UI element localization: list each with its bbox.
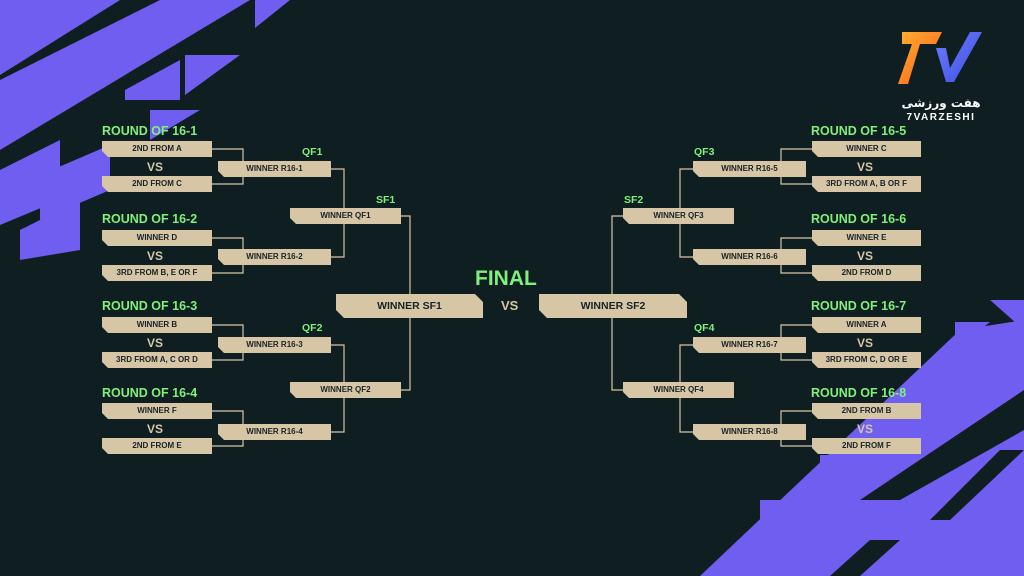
logo-text-english: 7VARZESHI <box>906 112 976 123</box>
sf2-slot-a: WINNER QF3 <box>623 208 734 224</box>
r16-6-title: ROUND OF 16-6 <box>811 212 907 226</box>
r16-7-team2: 3RD FROM C, D OR E <box>812 352 921 368</box>
qf2-slot-a: WINNER R16-3 <box>218 337 331 353</box>
r16-2-vs: VS <box>147 249 164 263</box>
r16-2-team2: 3RD FROM B, E OR F <box>102 265 212 281</box>
r16-3-team1: WINNER B <box>102 317 212 333</box>
r16-5-title: ROUND OF 16-5 <box>811 124 907 138</box>
r16-4-team2: 2ND FROM E <box>102 438 212 454</box>
finalist-left: WINNER SF1 <box>336 294 483 318</box>
brand-logo: هفت ورزشی 7VARZESHI <box>896 24 986 128</box>
qf3-slot-a: WINNER R16-5 <box>693 161 806 177</box>
r16-6-team1: WINNER E <box>812 230 921 246</box>
qf2-slot-b: WINNER R16-4 <box>218 424 331 440</box>
sf1-slot-a: WINNER QF1 <box>290 208 401 224</box>
r16-1-vs: VS <box>147 160 164 174</box>
qf1-slot-a: WINNER R16-1 <box>218 161 331 177</box>
r16-6-team2: 2ND FROM D <box>812 265 921 281</box>
r16-8-vs: VS <box>857 422 874 436</box>
r16-7-vs: VS <box>857 336 874 350</box>
qf1-slot-b: WINNER R16-2 <box>218 249 331 265</box>
r16-7-title: ROUND OF 16-7 <box>811 299 907 313</box>
final-title: FINAL <box>475 267 537 290</box>
qf4-label: QF4 <box>694 322 715 334</box>
r16-1-title: ROUND OF 16-1 <box>102 124 198 138</box>
r16-2-team1: WINNER D <box>102 230 212 246</box>
sf2-slot-b: WINNER QF4 <box>623 382 734 398</box>
r16-7-team1: WINNER A <box>812 317 921 333</box>
r16-3-title: ROUND OF 16-3 <box>102 299 198 313</box>
r16-6-vs: VS <box>857 249 874 263</box>
qf3-slot-b: WINNER R16-6 <box>693 249 806 265</box>
qf1-label: QF1 <box>302 146 323 158</box>
r16-5-vs: VS <box>857 160 874 174</box>
final-vs: VS <box>501 298 519 313</box>
r16-4-team1: WINNER F <box>102 403 212 419</box>
sf2-label: SF2 <box>624 194 644 206</box>
r16-3-vs: VS <box>147 336 164 350</box>
qf4-slot-a: WINNER R16-7 <box>693 337 806 353</box>
sf1-label: SF1 <box>376 194 396 206</box>
sf1-slot-b: WINNER QF2 <box>290 382 401 398</box>
logo-text-persian: هفت ورزشی <box>901 96 981 110</box>
qf2-label: QF2 <box>302 322 323 334</box>
r16-4-title: ROUND OF 16-4 <box>102 386 198 400</box>
r16-4-vs: VS <box>147 422 164 436</box>
r16-2-title: ROUND OF 16-2 <box>102 212 198 226</box>
r16-5-team1: WINNER C <box>812 141 921 157</box>
qf4-slot-b: WINNER R16-8 <box>693 424 806 440</box>
finalist-right: WINNER SF2 <box>539 294 687 318</box>
r16-8-title: ROUND OF 16-8 <box>811 386 907 400</box>
r16-3-team2: 3RD FROM A, C OR D <box>102 352 212 368</box>
seven-logo-icon <box>898 32 982 84</box>
r16-8-team2: 2ND FROM F <box>812 438 921 454</box>
qf3-label: QF3 <box>694 146 715 158</box>
r16-1-team1: 2ND FROM A <box>102 141 212 157</box>
r16-5-team2: 3RD FROM A, B OR F <box>812 176 921 192</box>
r16-1-team2: 2ND FROM C <box>102 176 212 192</box>
r16-8-team1: 2ND FROM B <box>812 403 921 419</box>
